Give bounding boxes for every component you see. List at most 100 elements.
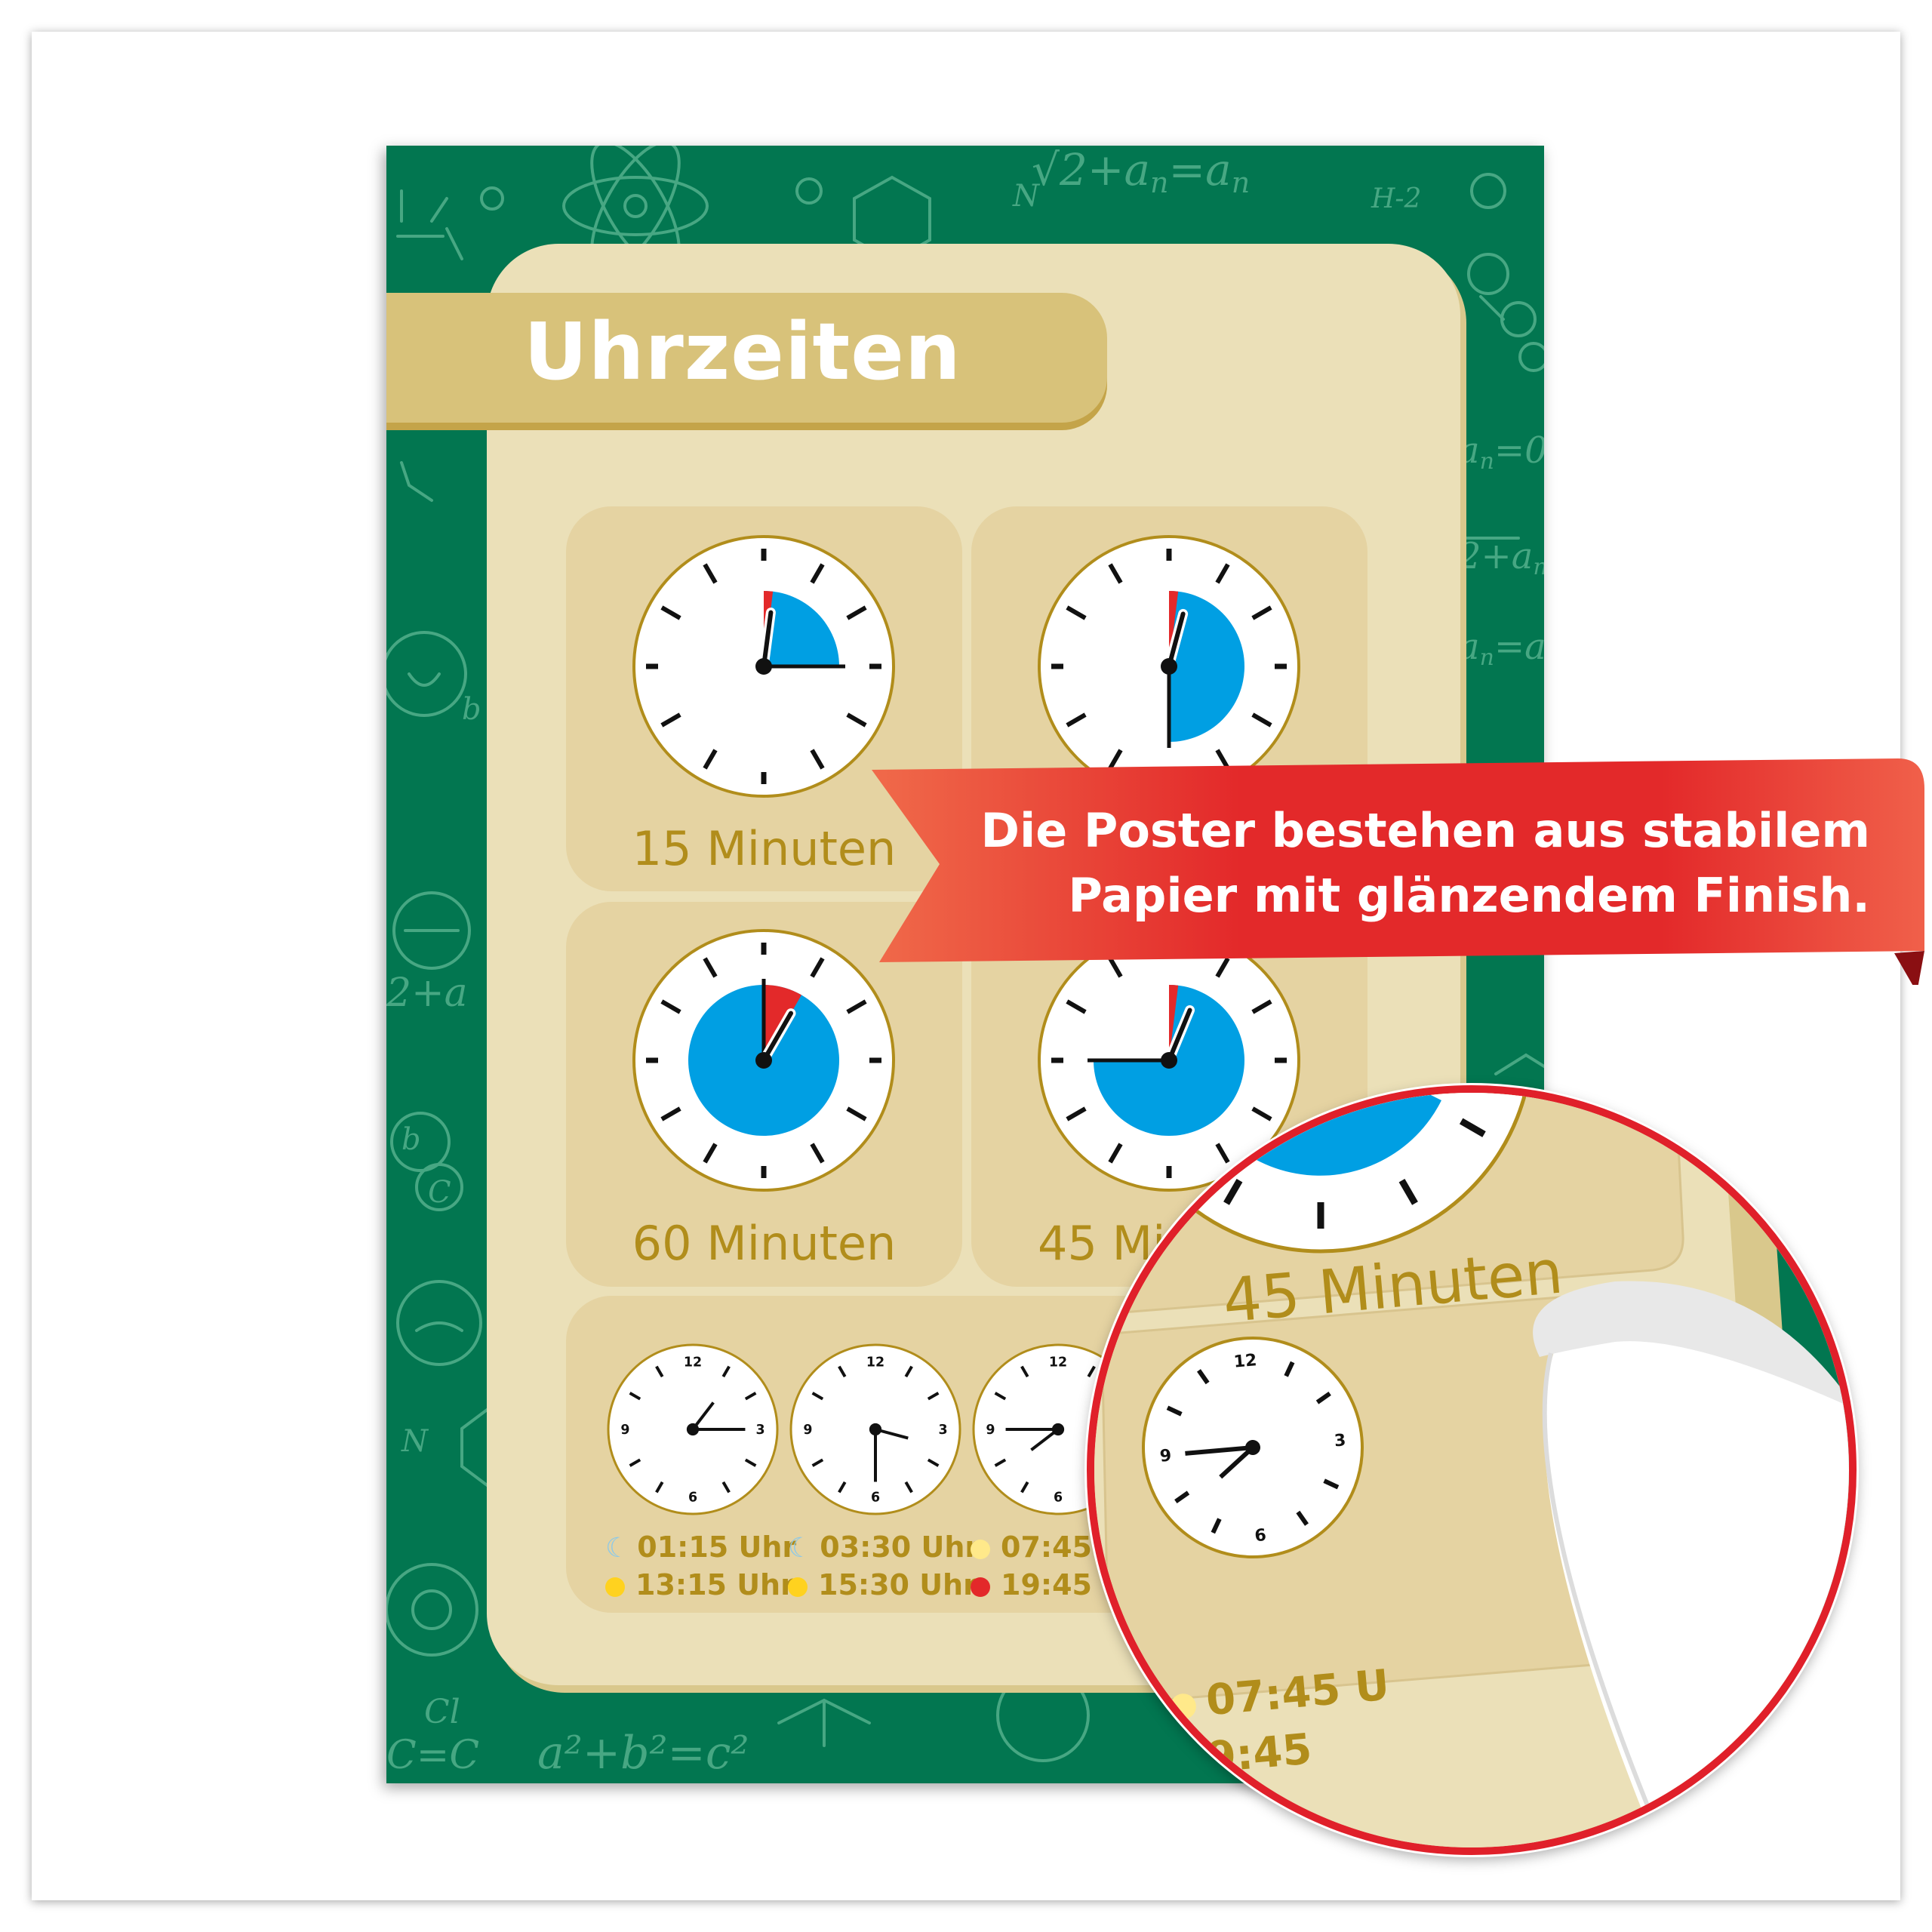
time-pm-3: 19:45 — [971, 1568, 1092, 1601]
loupe-small-tick — [1323, 1478, 1340, 1490]
time-am-2: ☾03:30 Uhr — [788, 1531, 980, 1564]
hour-tick — [1251, 999, 1272, 1014]
loupe-hour-tick — [1223, 1178, 1243, 1205]
sun-icon — [1169, 1692, 1198, 1721]
loupe-elapsed-sector — [1195, 1093, 1441, 1176]
clock-center — [1161, 1052, 1177, 1069]
small-clock-numeral: 12 — [684, 1355, 702, 1370]
loupe-minute-hand — [1185, 1445, 1254, 1456]
svg-text:C: C — [428, 1175, 451, 1210]
small-clock-tick — [994, 1392, 1007, 1401]
hour-tick — [703, 1143, 718, 1164]
svg-text:b: b — [462, 692, 481, 727]
svg-text:2+an: 2+an — [1457, 535, 1544, 580]
hour-tick — [810, 1143, 825, 1164]
hour-tick — [1108, 563, 1123, 584]
moon-icon: ☾ — [788, 1533, 813, 1564]
hour-tick — [1251, 605, 1272, 620]
small-clock-tick — [904, 1365, 913, 1378]
sunset-icon — [971, 1577, 990, 1597]
loupe-hour-tick — [1155, 1118, 1183, 1137]
small-clock-tick — [1087, 1365, 1096, 1378]
small-clock-tick — [927, 1458, 940, 1467]
loupe-small-numeral: 12 — [1233, 1351, 1258, 1372]
hour-tick — [1215, 749, 1230, 770]
hour-tick — [810, 749, 825, 770]
loupe-small-tick — [1197, 1369, 1210, 1385]
hour-tick — [660, 1106, 681, 1121]
svg-text:H-2: H-2 — [1371, 183, 1421, 214]
loupe-small-center — [1245, 1440, 1260, 1455]
clock-center — [1161, 658, 1177, 675]
small-clock-numeral: 12 — [866, 1355, 884, 1370]
title-bar — [386, 293, 1107, 423]
time-pm-2: 15:30 Uhr — [788, 1568, 977, 1601]
start-marker-sector — [1169, 985, 1179, 1060]
svg-text:√2+an=an: √2+an=an — [1032, 146, 1250, 199]
clock-center — [755, 1052, 772, 1069]
time-am-3: 07:45 — [971, 1531, 1092, 1564]
hour-tick — [703, 563, 718, 584]
small-clock-numeral: 9 — [803, 1423, 812, 1438]
hour-tick — [1108, 957, 1123, 978]
svg-text:N: N — [1012, 179, 1041, 214]
small-clock-tick — [629, 1392, 641, 1401]
small-clock-tick — [1020, 1365, 1029, 1378]
svg-text:a²+b²=c²: a²+b²=c² — [537, 1727, 749, 1780]
hour-tick — [846, 1106, 867, 1121]
hour-tick — [1215, 563, 1230, 584]
small-clock-numeral: 6 — [1054, 1491, 1063, 1506]
hour-hand — [761, 1011, 793, 1063]
hour-hand — [1167, 611, 1186, 669]
loupe-small-numeral: 9 — [1159, 1446, 1172, 1466]
loupe-small-tick — [1166, 1405, 1183, 1417]
hour-tick — [1066, 605, 1087, 620]
sun-icon — [788, 1577, 808, 1597]
small-clock-numeral: 9 — [986, 1423, 995, 1438]
small-clock-tick — [904, 1481, 913, 1494]
svg-text:2+a: 2+a — [386, 971, 468, 1016]
svg-text:C=C: C=C — [386, 1733, 479, 1778]
hour-tick — [703, 749, 718, 770]
small-clock-center — [1051, 1423, 1065, 1436]
small-clock-numeral: 6 — [688, 1491, 697, 1506]
small-clock-tick — [744, 1392, 757, 1401]
loupe-hour-tick — [1459, 1118, 1486, 1137]
poster-title: Uhrzeiten — [524, 306, 961, 398]
hour-tick — [1251, 712, 1272, 728]
svg-text:b: b — [401, 1122, 421, 1157]
hour-tick — [1066, 1106, 1087, 1121]
clock-15-minutes — [632, 535, 895, 798]
svg-text:Cl: Cl — [424, 1693, 460, 1731]
hour-tick — [660, 712, 681, 728]
clock-60-minutes — [632, 929, 895, 1192]
moon-icon: ☾ — [605, 1533, 630, 1564]
time-pm-1: 13:15 Uhr — [605, 1568, 795, 1601]
hour-hand — [761, 610, 774, 669]
info-ribbon-line2: Papier mit glänzendem Finish. — [1068, 868, 1870, 923]
sun-icon — [971, 1540, 990, 1559]
small-clock-tick — [721, 1481, 731, 1494]
hour-tick — [1215, 957, 1230, 978]
small-clock-tick — [994, 1458, 1007, 1467]
loupe-small-tick — [1211, 1518, 1222, 1534]
hour-hand — [1167, 1008, 1192, 1063]
hour-tick — [810, 957, 825, 978]
info-ribbon-text: Die Poster bestehen aus stabilem Papier … — [928, 798, 1870, 928]
hour-tick — [660, 999, 681, 1014]
loupe-hour-tick — [1398, 1178, 1418, 1205]
loupe-small-tick — [1315, 1392, 1331, 1404]
small-clock-numeral: 3 — [756, 1423, 765, 1438]
small-clock-tick — [744, 1458, 757, 1467]
small-clock-tick — [655, 1481, 664, 1494]
small-clock-numeral: 9 — [620, 1423, 629, 1438]
small-clock-1-15: 12 3 6 9 — [607, 1343, 779, 1515]
svg-text:an=0: an=0 — [1458, 429, 1544, 475]
clock-center — [755, 658, 772, 675]
clock-label-60: 60 Minuten — [632, 1216, 897, 1271]
loupe-small-tick — [1284, 1361, 1295, 1377]
